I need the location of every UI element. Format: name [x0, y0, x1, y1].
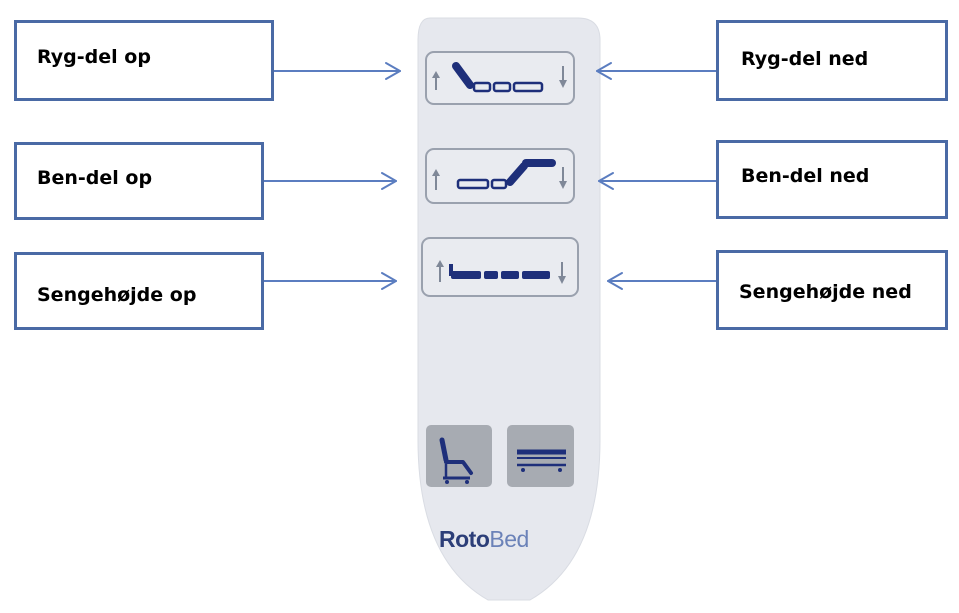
arrow-ben-ned	[598, 172, 717, 190]
arrow-ryg-op	[273, 62, 401, 80]
arrow-ryg-ned	[596, 62, 717, 80]
chair-position-button[interactable]	[426, 425, 492, 487]
arrow-seng-op	[263, 272, 397, 290]
label-ryg-del-ned: Ryg-del ned	[716, 20, 948, 101]
label-ryg-del-op-text: Ryg-del op	[37, 45, 151, 68]
label-sengehojde-op-text: Sengehøjde op	[37, 284, 197, 306]
logo-part-roto: Roto	[439, 526, 490, 552]
remote-body	[417, 17, 601, 601]
chair-position-icon	[439, 437, 473, 484]
backrest-icon	[432, 62, 567, 93]
label-ben-del-op-text: Ben-del op	[37, 167, 153, 189]
bed-height-icon	[436, 260, 566, 284]
label-sengehojde-ned-text: Sengehøjde ned	[739, 281, 912, 303]
label-ryg-del-op: Ryg-del op	[14, 20, 274, 101]
label-ben-del-op: Ben-del op	[14, 142, 264, 220]
label-sengehojde-op: Sengehøjde op	[14, 252, 264, 330]
legrest-button[interactable]	[425, 148, 575, 204]
legrest-icon	[432, 159, 567, 190]
flat-bed-icon	[517, 449, 566, 472]
label-ryg-del-ned-text: Ryg-del ned	[741, 47, 869, 70]
backrest-button[interactable]	[425, 51, 575, 105]
arrow-ben-op	[263, 172, 397, 190]
connector-arrows	[263, 62, 717, 290]
label-ben-del-ned-text: Ben-del ned	[741, 164, 870, 187]
label-sengehojde-ned: Sengehøjde ned	[716, 250, 948, 330]
bed-height-button[interactable]	[421, 237, 579, 297]
label-ben-del-ned: Ben-del ned	[716, 140, 948, 219]
rotobed-logo: RotoBed	[439, 526, 579, 553]
flat-bed-button[interactable]	[507, 425, 574, 487]
arrow-seng-ned	[607, 272, 717, 290]
logo-part-bed: Bed	[489, 526, 529, 552]
